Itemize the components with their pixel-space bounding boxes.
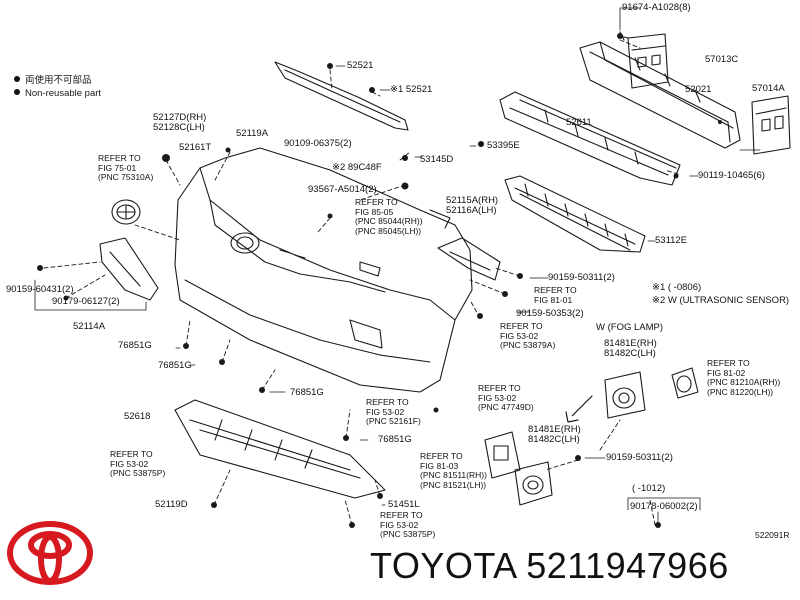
label-90159-50311-a: 90159-50311(2) xyxy=(548,272,615,283)
caption: TOYOTA 5211947966 xyxy=(370,545,729,586)
reinforcement-bracket-57014a xyxy=(751,95,791,155)
label-ref-53-02-a: REFER TO FIG 53-02 (PNC 53879A) xyxy=(500,321,556,350)
label-90159-50311-b: 90159-50311(2) xyxy=(606,452,673,463)
legend-item-en: Non-reusable part xyxy=(14,87,101,100)
label-76851g-c: 76851G xyxy=(290,387,324,398)
label-ref-81-02: REFER TO FIG 81-02 (PNC 81210A(RH)) (PNC… xyxy=(707,358,781,397)
fog-lamp-bezel xyxy=(484,431,521,479)
label-91674: 91674-A1028(8) xyxy=(622,2,691,13)
label-90178: 90178-06002(2) xyxy=(630,501,698,512)
note-1: ※1 ( -0806) xyxy=(652,282,702,293)
label-52611: 52611 xyxy=(566,117,592,128)
legend-item-ja-text: 両使用不可部品 xyxy=(25,75,92,86)
label-90179: 90179-06127(2) xyxy=(52,296,120,307)
label-90119: 90119-10465(6) xyxy=(698,170,765,181)
label-ref-75-01: REFER TO FIG 75-01 (PNC 75310A) xyxy=(98,153,154,182)
side-bracket-52115a xyxy=(437,237,501,281)
label-53112e: 53112E xyxy=(655,235,688,246)
label-ref-53-02-e: REFER TO FIG 53-02 (PNC 53875P) xyxy=(380,510,436,539)
label-1012: ( -1012) xyxy=(632,483,666,494)
label-52021: 52021 xyxy=(685,84,712,95)
label-90109: 90109-06375(2) xyxy=(284,138,352,149)
label-52521-a: 52521 xyxy=(347,60,374,71)
label-76851g-b: 76851G xyxy=(158,360,192,371)
label-52119d: 52119D xyxy=(155,499,188,510)
bumper-cover xyxy=(174,147,473,393)
lower-grille xyxy=(504,175,646,253)
engine-undercover xyxy=(174,399,386,499)
label-57013c: 57013C xyxy=(705,54,739,65)
label-57014a: 57014A xyxy=(752,83,785,94)
legend: 両使用不可部品 Non-reusable part xyxy=(14,74,101,100)
label-52115a: 52115A(RH) 52116A(LH) xyxy=(446,195,499,216)
label-ref-85-05: REFER TO FIG 85-05 (PNC 85044(RH)) (PNC … xyxy=(355,197,423,236)
label-52521-b: ※1 52521 xyxy=(390,84,433,95)
label-52114a: 52114A xyxy=(73,321,106,332)
upper-trim-strip xyxy=(274,61,409,131)
label-w-fog-lamp: W (FOG LAMP) xyxy=(596,322,664,333)
front-emblem xyxy=(111,199,141,225)
label-52618: 52618 xyxy=(124,411,151,422)
label-53395e-text: 53395E xyxy=(487,140,520,151)
label-76851g-a: 76851G xyxy=(118,340,152,351)
label-53395e: 53395E xyxy=(478,141,520,151)
label-76851g-d: 76851G xyxy=(378,434,412,445)
label-ref-81-01: REFER TO FIG 81-01 xyxy=(534,285,577,305)
label-89c48f: ※2 89C48F xyxy=(332,162,382,173)
label-ref-81-03: REFER TO FIG 81-03 (PNC 81511(RH)) (PNC … xyxy=(420,451,487,490)
fog-lamp-assembly-upper xyxy=(604,367,699,419)
legend-item-ja: 両使用不可部品 xyxy=(14,74,101,87)
label-ref-53-02-b: REFER TO FIG 53-02 (PNC 47749D) xyxy=(478,383,534,412)
label-81481e-bot: 81481E(RH) 81482C(LH) xyxy=(528,424,581,445)
drawing-code: 522091R xyxy=(755,530,790,540)
license-plate-bracket xyxy=(99,237,159,301)
label-81481e-top: 81481E(RH) 81482C(LH) xyxy=(604,338,657,359)
label-53145d: 53145D xyxy=(420,154,454,165)
legend-item-en-text: Non-reusable part xyxy=(25,88,102,99)
fog-lamp-arrow xyxy=(565,395,593,423)
toyota-logo xyxy=(7,521,93,585)
energy-absorber xyxy=(499,91,681,186)
label-93567: 93567-A5014(2) xyxy=(308,184,377,195)
label-52161t: 52161T xyxy=(179,142,212,153)
label-ref-53-02-c: REFER TO FIG 53-02 (PNC 52161F) xyxy=(366,397,421,426)
label-90159-50353: 90159-50353(2) xyxy=(516,308,584,319)
note-2: ※2 W (ULTRASONIC SENSOR) xyxy=(652,295,790,306)
label-52119a-top: 52119A xyxy=(236,128,269,139)
label-ref-53-02-d: REFER TO FIG 53-02 (PNC 53875P) xyxy=(110,449,166,478)
label-52127d: 52127D(RH) 52128C(LH) xyxy=(153,112,207,133)
label-90159-60431: 90159-60431(2) xyxy=(6,284,74,295)
fog-lamp-assembly-lower xyxy=(514,461,553,506)
label-51451l: 51451L xyxy=(388,499,420,510)
